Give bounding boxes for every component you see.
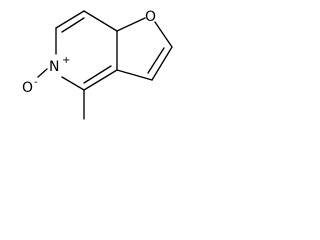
bond-c7-c7a <box>83 10 118 32</box>
nitrogen-positive-charge: + <box>62 55 70 66</box>
oxygen-negative-charge: - <box>34 77 38 88</box>
n-oxide-oxygen-label: O <box>22 80 33 96</box>
bond-o1-c2 <box>154 21 173 48</box>
bond-n5-c4 <box>61 76 85 91</box>
bond-c7-c6 <box>55 10 85 29</box>
bond-c2-c3-double <box>147 47 165 74</box>
furopyridine-n-oxide-structure: O N + O - <box>22 9 173 120</box>
bond-n5-o <box>37 68 48 78</box>
bond-c7a-o1 <box>116 17 146 32</box>
furan-oxygen-label: O <box>145 9 156 25</box>
bond-c2-c3 <box>151 46 173 81</box>
bond-c7-c6-double <box>61 17 85 33</box>
pyridine-nitrogen-label: N <box>49 59 59 75</box>
bond-c3-c3a <box>116 69 153 81</box>
bond-c4-c3a-double <box>83 65 112 84</box>
bond-c4-c3a <box>83 69 118 91</box>
